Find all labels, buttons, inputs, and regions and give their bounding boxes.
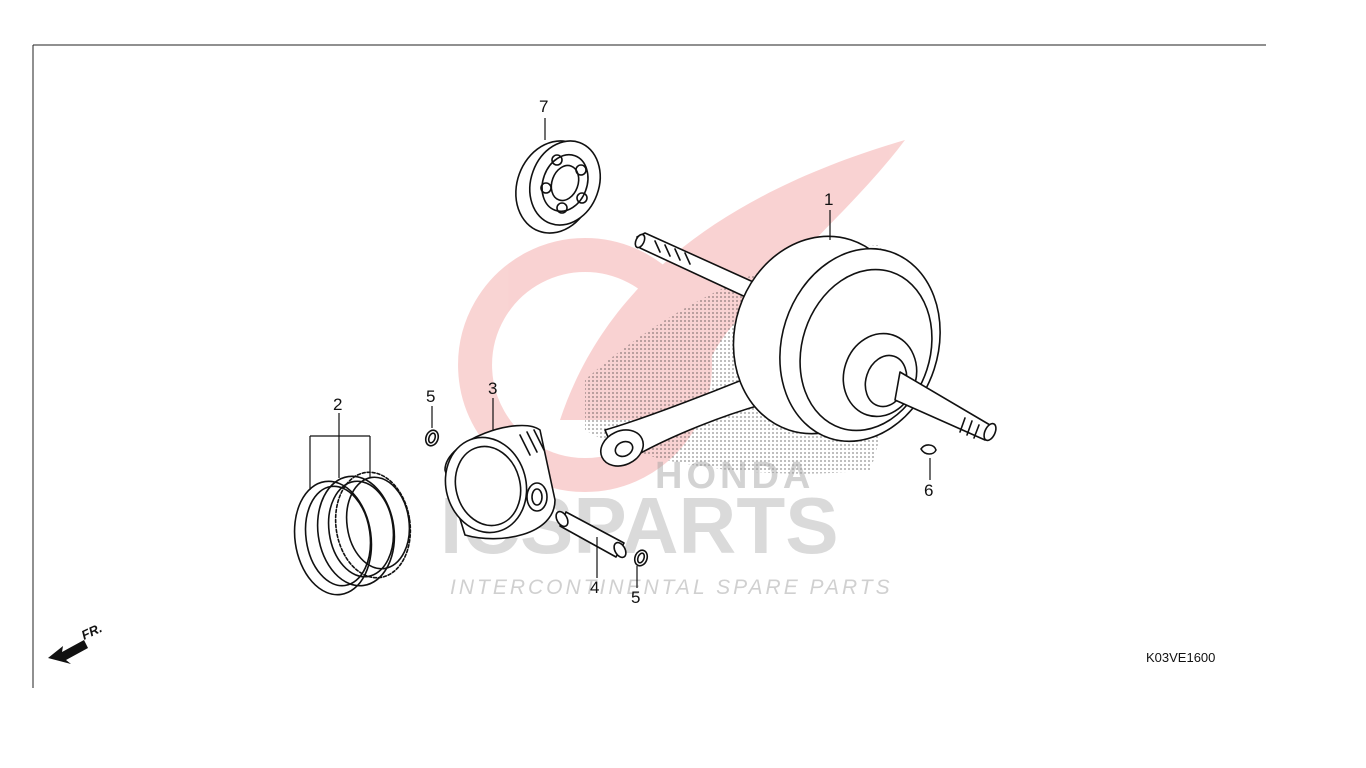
part-6-key[interactable] xyxy=(920,444,937,455)
watermark-brand-small: INTERCONTINENTAL SPARE PARTS xyxy=(450,576,893,599)
part-1-crankshaft[interactable] xyxy=(595,214,998,473)
part-3-piston[interactable] xyxy=(435,424,556,542)
diagram-code: K03VE1600 xyxy=(1146,650,1215,665)
callout-3: 3 xyxy=(488,379,497,398)
watermark-oem-text: HONDA xyxy=(655,455,814,497)
front-direction-arrow-icon xyxy=(48,640,88,664)
callout-5-upper: 5 xyxy=(426,387,435,406)
watermark-gear-icon xyxy=(458,238,713,492)
callout-4: 4 xyxy=(590,578,599,597)
part-5-clip-lower[interactable] xyxy=(633,548,650,567)
callout-1: 1 xyxy=(824,190,833,209)
part-4-piston-pin[interactable] xyxy=(554,510,629,560)
part-2-piston-rings[interactable] xyxy=(287,467,417,599)
leader-lines xyxy=(309,118,931,588)
callout-5-lower: 5 xyxy=(631,588,640,607)
part-7-bearing[interactable] xyxy=(503,130,611,244)
part-5-clip-upper[interactable] xyxy=(424,428,441,447)
front-direction-label: FR. xyxy=(79,620,104,642)
callout-2: 2 xyxy=(333,395,342,414)
callout-7: 7 xyxy=(539,97,548,116)
callout-6: 6 xyxy=(924,481,933,500)
